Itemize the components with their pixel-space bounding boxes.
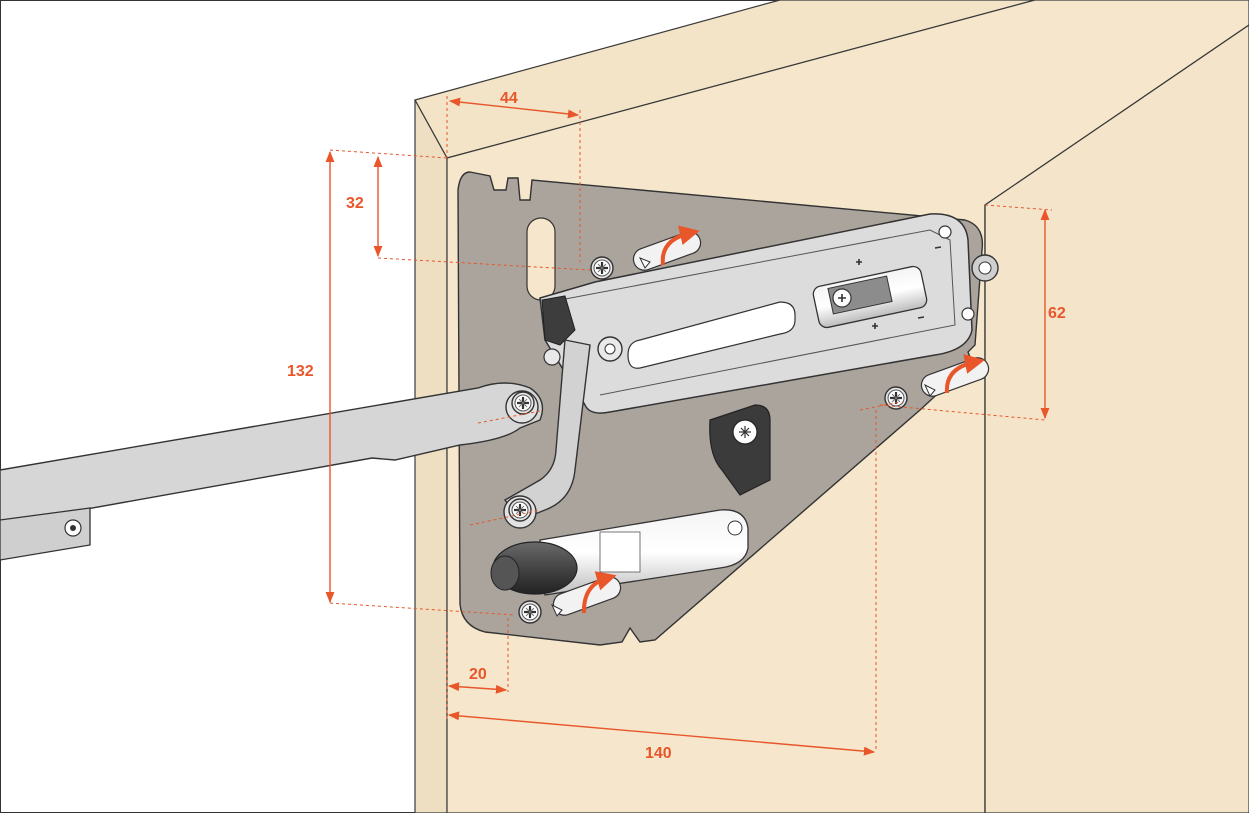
dimension-44-label: 44 bbox=[500, 90, 518, 107]
damper-cylinder bbox=[490, 509, 749, 596]
left-clip bbox=[541, 295, 576, 346]
dimension-extension-lines bbox=[329, 96, 1053, 752]
plate-slot bbox=[526, 217, 556, 301]
cabinet-front-edge bbox=[414, 99, 448, 813]
dimension-20-label: 20 bbox=[469, 666, 487, 683]
phillips-screw-icon bbox=[507, 497, 533, 523]
dimension-32-label: 32 bbox=[346, 195, 364, 212]
phillips-screw-icon bbox=[589, 255, 615, 281]
dimension-132-label: 132 bbox=[287, 363, 314, 380]
rotate-arrow-icon bbox=[660, 225, 700, 266]
dimension-62-label: 62 bbox=[1048, 305, 1066, 322]
rotate-arrow-icon bbox=[581, 571, 617, 614]
phillips-screw-icon bbox=[517, 599, 543, 625]
housing-slot bbox=[627, 301, 796, 369]
lift-arm bbox=[0, 382, 544, 524]
dimension-lines bbox=[325, 97, 1050, 756]
spring-adjuster bbox=[812, 246, 942, 329]
rotate-arrow-icon bbox=[944, 354, 985, 394]
phillips-screw-icon bbox=[510, 390, 536, 416]
dimension-140-label: 140 bbox=[645, 745, 672, 762]
cable-clip bbox=[709, 404, 771, 496]
